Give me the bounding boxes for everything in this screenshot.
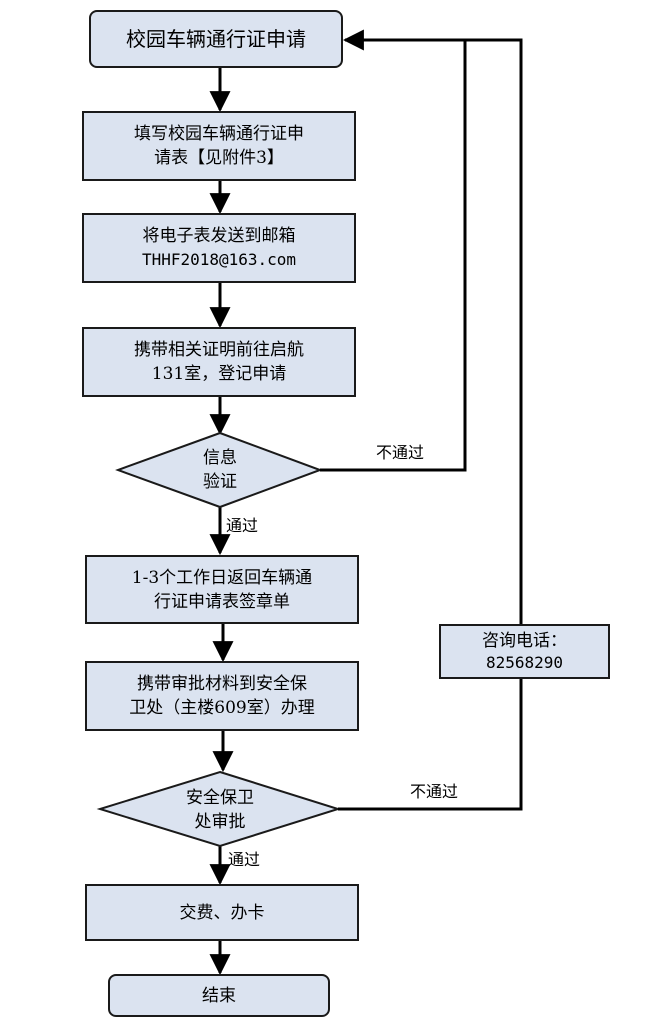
decision2-line2: 处审批 — [194, 812, 246, 832]
decision1-fail-label: 不通过 — [376, 443, 425, 462]
decision2-text: 安全保卫 处审批 — [160, 786, 280, 834]
decision1-line1: 信息 — [203, 448, 237, 468]
decision2-pass-label: 通过 — [228, 850, 261, 869]
decision2-line1: 安全保卫 — [186, 788, 254, 808]
step-register: 携带相关证明前往启航 131室，登记申请 — [82, 327, 356, 397]
fail1-connector — [320, 29, 467, 472]
step-return-form: 1-3个工作日返回车辆通 行证申请表签章单 — [85, 555, 359, 624]
step-register-line1: 携带相关证明前往启航 — [134, 340, 304, 360]
end-node: 结束 — [108, 974, 330, 1017]
decision2-diamond — [96, 770, 342, 848]
step-return-form-line1: 1-3个工作日返回车辆通 — [131, 567, 313, 588]
step-send-email: 将电子表发送到邮箱 THHF2018@163.com — [82, 213, 356, 283]
decision1-text: 信息 验证 — [170, 446, 270, 494]
consult-phone-box: 咨询电话： 82568290 — [439, 624, 610, 679]
step-return-form-line2: 行证申请表签章单 — [153, 591, 290, 612]
consult-phone-number: 82568290 — [485, 652, 564, 672]
step-send-email-line1: 将电子表发送到邮箱 — [142, 226, 296, 246]
decision2-fail-label: 不通过 — [410, 782, 459, 801]
consult-label: 咨询电话： — [482, 630, 567, 651]
step-security-office: 携带审批材料到安全保 卫处（主楼609室）办理 — [85, 661, 359, 731]
step-send-email-line2: THHF2018@163.com — [141, 250, 297, 269]
step-security-office-line1: 携带审批材料到安全保 — [136, 674, 307, 694]
step-pay-card: 交费、办卡 — [85, 884, 359, 941]
fail2-connector — [338, 38, 523, 811]
step-security-office-line2: 卫处（主楼609室）办理 — [129, 698, 315, 718]
start-label: 校园车辆通行证申请 — [126, 27, 306, 51]
decision1-line2: 验证 — [203, 472, 237, 492]
start-node: 校园车辆通行证申请 — [89, 10, 343, 68]
step-pay-card-label: 交费、办卡 — [179, 902, 265, 923]
decision1-pass-label: 通过 — [226, 516, 259, 535]
step-register-line2: 131室，登记申请 — [151, 364, 287, 384]
step-fill-form: 填写校园车辆通行证申 请表【见附件3】 — [82, 111, 356, 181]
end-label: 结束 — [202, 985, 236, 1006]
step-fill-form-line2: 请表【见附件3】 — [154, 148, 284, 168]
step-fill-form-line1: 填写校园车辆通行证申 — [134, 124, 304, 144]
decision1-diamond — [115, 431, 323, 509]
